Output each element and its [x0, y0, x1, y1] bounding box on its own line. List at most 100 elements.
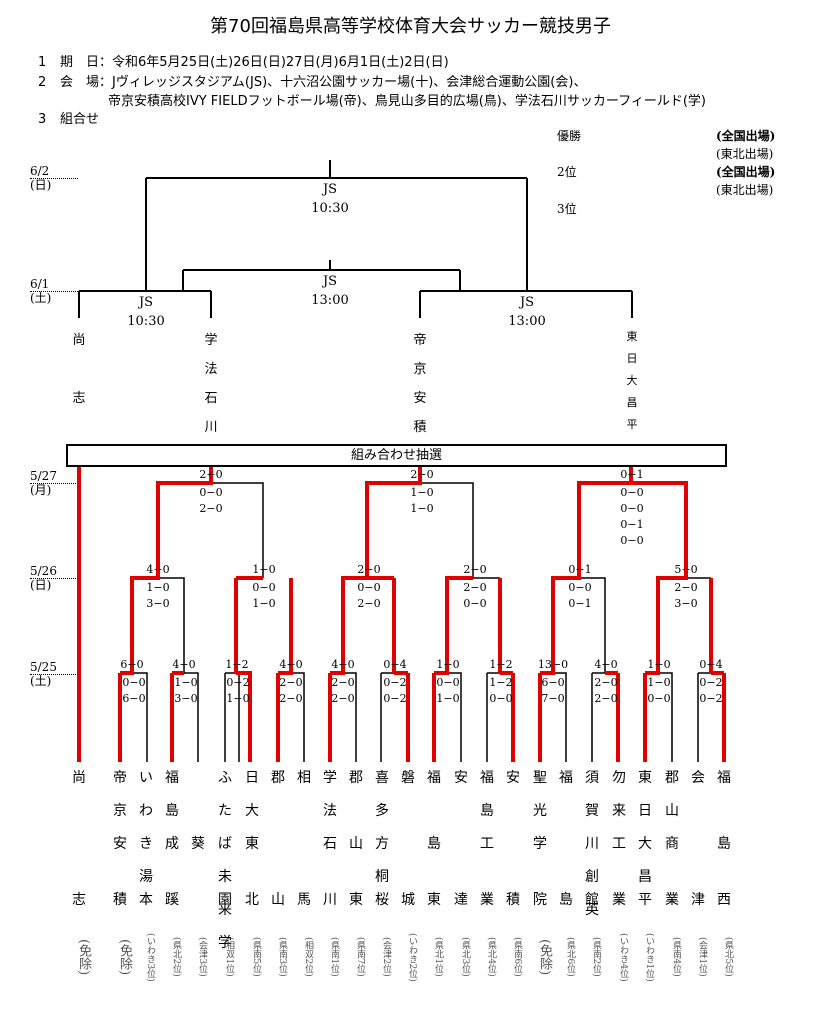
info-dates-text: 期 日：令和6年5月25日(土)26日(日)27日(月)6月1日(土)2日(日)	[60, 55, 449, 70]
score-r2e-halves: 0−0 0−1	[568, 581, 592, 610]
team-name-char	[715, 795, 733, 828]
team-name: 郡山	[347, 762, 365, 861]
team-name-char: た	[218, 803, 232, 819]
info-venues-cont: 帝京安積高校IVY FIELDフットボール場(帝)、鳥見山多目的広場(鳥)、学法…	[108, 94, 706, 109]
semifinal-left	[78, 290, 212, 318]
second-note: (全国出場)	[716, 165, 776, 179]
team-name-last-char: 館	[585, 892, 599, 908]
team-name-char: 川	[585, 836, 599, 852]
team-name: 帝京安	[111, 762, 129, 861]
team-name-last-char: 園	[218, 892, 232, 908]
team-name: 日大東	[243, 762, 261, 861]
sukagawa-path	[605, 671, 620, 762]
score-r1l: 0−4	[699, 658, 723, 671]
team-name-char: 湯	[139, 869, 153, 885]
info-draw-text: 組合せ	[60, 112, 100, 127]
seikei-path	[170, 671, 184, 762]
team-name: 福島工	[478, 762, 496, 861]
nichidai-path	[234, 576, 263, 762]
r1b-loss	[184, 672, 199, 762]
champion-note-2: (東北出場)	[716, 147, 774, 161]
team-name: 葵	[189, 762, 207, 861]
team-name-last-char: 蹊	[165, 892, 179, 908]
team-name-char: 勿	[612, 770, 626, 786]
r1j-loss	[591, 672, 605, 762]
score-r2a-halves: 1−0 3−0	[146, 581, 170, 610]
team-name-char: 福	[165, 770, 179, 786]
r1g-loss	[447, 672, 462, 762]
team-name-char	[347, 795, 365, 828]
team-name: 福島	[715, 762, 733, 861]
team-qualification: (相双1位)	[224, 937, 234, 977]
third-place-bracket	[182, 260, 461, 291]
date-divider-6-2	[30, 178, 78, 179]
team-name-last-char: 川	[323, 892, 337, 908]
team-name-last-char: 桜	[375, 892, 389, 908]
team-name: 郡	[269, 762, 287, 795]
team-name-last-char: 津	[691, 892, 705, 908]
info-dates: 1 期 日：令和6年5月25日(土)26日(日)27日(月)6月1日(土)2日(日…	[38, 51, 449, 70]
date-divider-5-25	[30, 674, 78, 675]
team-name-char: 法	[323, 803, 337, 819]
semifinal-right	[419, 290, 633, 318]
team-name-char: 商	[665, 836, 679, 852]
date-6-2: 6/2(日)	[30, 164, 52, 192]
champion-label: 優勝	[557, 129, 582, 143]
team-name-char: 石	[323, 836, 337, 852]
date-5-27: 5/27(月)	[30, 469, 57, 497]
score-r1f-halves: 0−2 0−2	[383, 676, 407, 705]
team-name: 須賀川創英	[583, 762, 601, 927]
team-name: ふたば未来学	[216, 762, 234, 960]
team-qualification: (県南2位)	[591, 937, 601, 977]
date-divider-6-1	[30, 291, 78, 292]
score-r2c-halves: 0−0 2−0	[357, 581, 381, 610]
champion-note: (全国出場)	[716, 129, 776, 143]
team-name-char: 方	[375, 836, 389, 852]
info-num-1: 1	[38, 55, 47, 70]
team-name: 喜多方桐	[373, 762, 391, 894]
team-qualification: (県南7位)	[355, 937, 365, 977]
team-qualification: (県北6位)	[565, 937, 575, 977]
team-name-char: 大	[638, 836, 652, 852]
team-name: 相	[295, 762, 313, 795]
team-name-char: ば	[218, 836, 232, 852]
fukushimanishi-path	[709, 578, 726, 762]
info-num-2: 2	[38, 75, 47, 90]
team-name-char: 喜	[375, 770, 389, 786]
team-qualification: (いわき3位)	[145, 932, 155, 982]
score-qf2: 2−0	[410, 468, 434, 481]
page-title: 第70回福島県高等学校体育大会サッカー競技男子	[210, 16, 611, 37]
team-name-char: 創	[585, 869, 599, 885]
score-r1i-halves: 6−0 7−0	[541, 676, 565, 705]
team-name-char: 成	[165, 836, 179, 852]
second-label: 2位	[557, 165, 577, 179]
team-name-char: 葵	[191, 836, 205, 852]
team-name-char: 安	[113, 836, 127, 852]
date-5-26: 5/26(日)	[30, 564, 57, 592]
team-name: 福島	[425, 762, 443, 861]
team-name-char: 学	[323, 770, 337, 786]
team-name-char: 工	[480, 836, 494, 852]
team-qualification: (県北5位)	[723, 937, 733, 977]
team-name-last-char: 院	[533, 892, 547, 908]
score-qf1-halves: 0−0 2−0	[199, 486, 223, 515]
r1k-loss	[658, 672, 673, 762]
score-r2a: 4−0	[146, 563, 170, 576]
team-qualification: (県南6位)	[512, 937, 522, 977]
team-name-char: 郡	[271, 770, 285, 786]
second-note-2: (東北出場)	[716, 183, 774, 197]
team-name-char: 東	[245, 836, 259, 852]
team-name: 安	[504, 762, 522, 795]
score-r1i: 13−0	[537, 658, 569, 671]
team-name: 福島成	[163, 762, 181, 861]
score-qf2-halves: 1−0 1−0	[410, 486, 434, 515]
team-name-char: 工	[612, 836, 626, 852]
team-qualification: (いわき2位)	[407, 932, 417, 982]
r1d-loss	[291, 672, 305, 762]
date-6-1: 6/1(土)	[30, 277, 52, 305]
score-r1e-halves: 2−0 2−0	[331, 676, 355, 705]
